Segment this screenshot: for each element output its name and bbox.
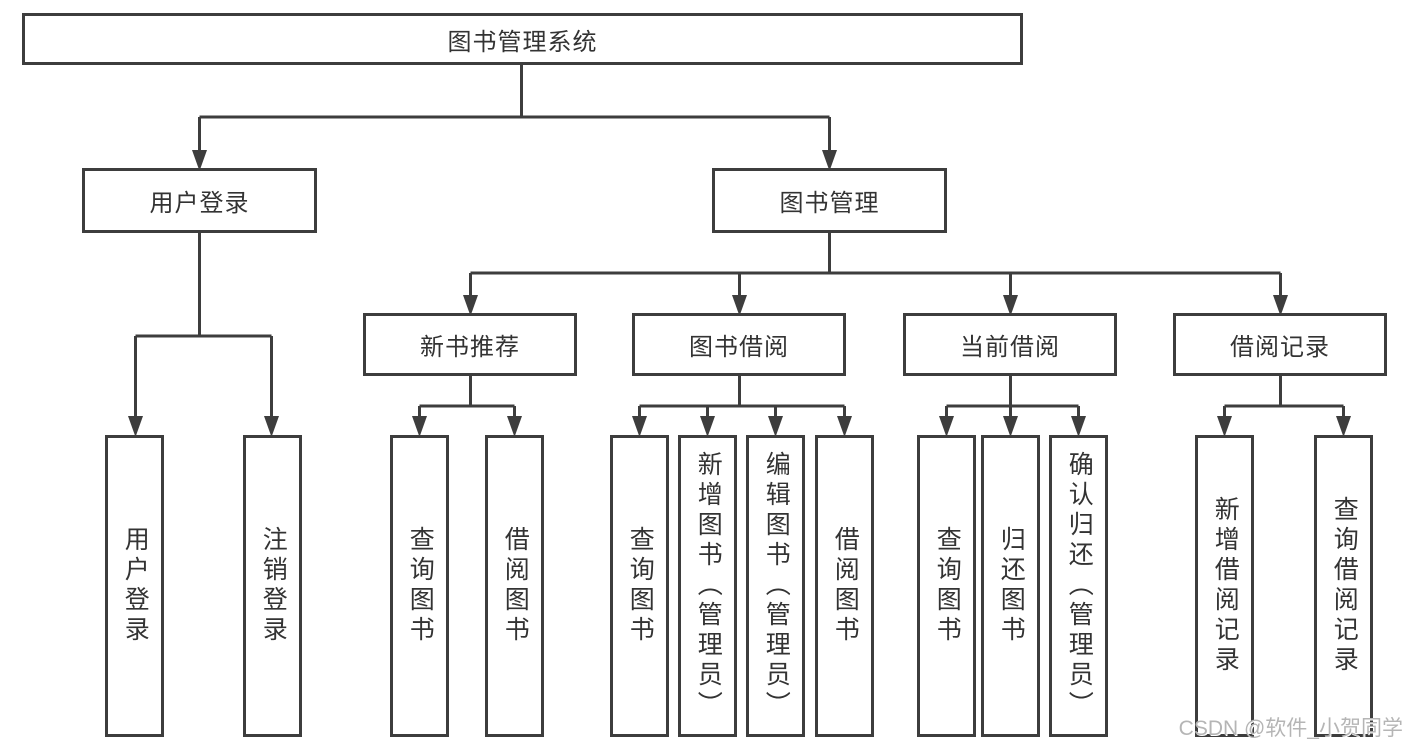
node-label: 图书管理系统	[447, 28, 598, 56]
node-label: 当前借阅	[960, 334, 1060, 361]
node-book-borrow: 图书借阅	[632, 313, 846, 376]
node-label: 借阅图书	[831, 526, 860, 646]
connector-book-management-to-level3	[463, 233, 1288, 316]
node-label: 查询图书	[406, 526, 435, 646]
connector-root-to-level2	[192, 65, 837, 171]
node-label: 注销登录	[259, 526, 288, 646]
node-book-management-branch: 图书管理	[712, 168, 947, 233]
leaf-logout: 注销登录	[243, 435, 302, 737]
node-root-library-management-system: 图书管理系统	[22, 13, 1023, 65]
node-borrow-record: 借阅记录	[1173, 313, 1387, 376]
leaf-add-borrow-record: 新增借阅记录	[1195, 435, 1254, 737]
node-label: 新增图书（管理员）	[694, 451, 723, 721]
connector-user-login-to-leaves	[128, 233, 279, 437]
leaf-edit-books-admin: 编辑图书（管理员）	[746, 435, 805, 737]
node-label: 归还图书	[997, 526, 1026, 646]
node-label: 新书推荐	[420, 334, 520, 361]
node-label: 确认归还（管理员）	[1065, 451, 1094, 721]
leaf-query-books-borrow: 查询图书	[610, 435, 669, 737]
node-label: 新增借阅记录	[1211, 496, 1240, 676]
leaf-borrow-books: 借阅图书	[815, 435, 874, 737]
node-label: 图书管理	[779, 190, 880, 217]
connector-current-borrow-to-leaves	[939, 376, 1086, 437]
node-label: 用户登录	[149, 190, 250, 217]
node-label: 查询图书	[933, 526, 962, 646]
node-label: 用户登录	[121, 526, 150, 646]
node-label: 图书借阅	[689, 334, 789, 361]
watermark: CSDN @软件_小贺同学	[1178, 717, 1403, 740]
node-user-login-branch: 用户登录	[82, 168, 317, 233]
leaf-confirm-return-admin: 确认归还（管理员）	[1049, 435, 1108, 737]
node-new-book-recommend: 新书推荐	[363, 313, 577, 376]
node-current-borrow: 当前借阅	[903, 313, 1117, 376]
connector-book-borrow-to-leaves	[632, 376, 852, 437]
leaf-query-books-current: 查询图书	[917, 435, 976, 737]
leaf-user-login: 用户登录	[105, 435, 164, 737]
connector-new-book-recommend-to-leaves	[412, 376, 522, 437]
node-label: 查询图书	[626, 526, 655, 646]
leaf-query-borrow-record: 查询借阅记录	[1314, 435, 1373, 737]
leaf-return-books: 归还图书	[981, 435, 1040, 737]
node-label: 查询借阅记录	[1330, 496, 1359, 676]
node-label: 编辑图书（管理员）	[762, 451, 791, 721]
leaf-query-books-recommend: 查询图书	[390, 435, 449, 737]
leaf-borrow-books-recommend: 借阅图书	[485, 435, 544, 737]
connector-borrow-record-to-leaves	[1217, 376, 1351, 437]
node-label: 借阅记录	[1230, 334, 1330, 361]
node-label: 借阅图书	[501, 526, 530, 646]
leaf-add-books-admin: 新增图书（管理员）	[678, 435, 737, 737]
